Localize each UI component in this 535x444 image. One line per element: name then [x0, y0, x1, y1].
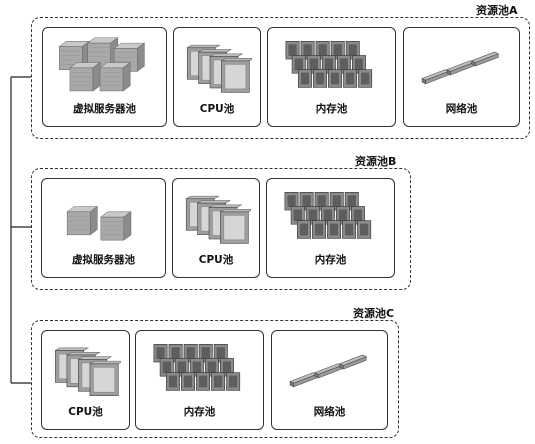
card-cpu-pool: CPU池	[172, 178, 260, 278]
network-cables-icon	[412, 36, 511, 98]
network-cables-icon	[280, 339, 379, 401]
server-cluster-icon	[51, 36, 158, 98]
card-virtual-server-pool: 虚拟服务器池	[41, 178, 166, 278]
card-label: CPU池	[198, 254, 234, 266]
memory-modules-icon	[276, 36, 387, 98]
card-memory-pool: 内存池	[267, 27, 396, 127]
card-label: 内存池	[314, 254, 347, 266]
card-network-pool: 网络池	[403, 27, 520, 127]
memory-modules-icon	[275, 187, 386, 249]
server-cluster-icon	[50, 187, 157, 249]
card-cpu-pool: CPU池	[41, 330, 130, 430]
card-cpu-pool: CPU池	[173, 27, 261, 127]
resource-pool-a: 虚拟服务器池 CPU池 内存池 网络池	[31, 17, 530, 139]
card-memory-pool: 内存池	[266, 178, 395, 278]
pool-title-c: 资源池C	[353, 307, 395, 320]
card-label: 虚拟服务器池	[72, 254, 135, 266]
card-label: CPU池	[68, 406, 103, 418]
cpu-chips-icon	[182, 36, 252, 98]
cpu-chips-icon	[181, 187, 251, 249]
cpu-chips-icon	[50, 339, 121, 401]
card-label: CPU池	[199, 103, 235, 115]
card-label: 网络池	[445, 103, 478, 115]
card-label: 虚拟服务器池	[73, 103, 136, 115]
resource-pool-b: 虚拟服务器池 CPU池 内存池	[31, 168, 411, 290]
pool-title-b: 资源池B	[355, 155, 397, 168]
card-memory-pool: 内存池	[135, 330, 264, 430]
card-label: 内存池	[315, 103, 348, 115]
card-network-pool: 网络池	[271, 330, 388, 430]
pool-title-a: 资源池A	[476, 4, 518, 17]
memory-modules-icon	[144, 339, 255, 401]
resource-pool-c: CPU池 内存池 网络池	[31, 320, 399, 438]
card-label: 网络池	[313, 406, 346, 418]
card-label: 内存池	[183, 406, 216, 418]
card-virtual-server-pool: 虚拟服务器池	[42, 27, 167, 127]
